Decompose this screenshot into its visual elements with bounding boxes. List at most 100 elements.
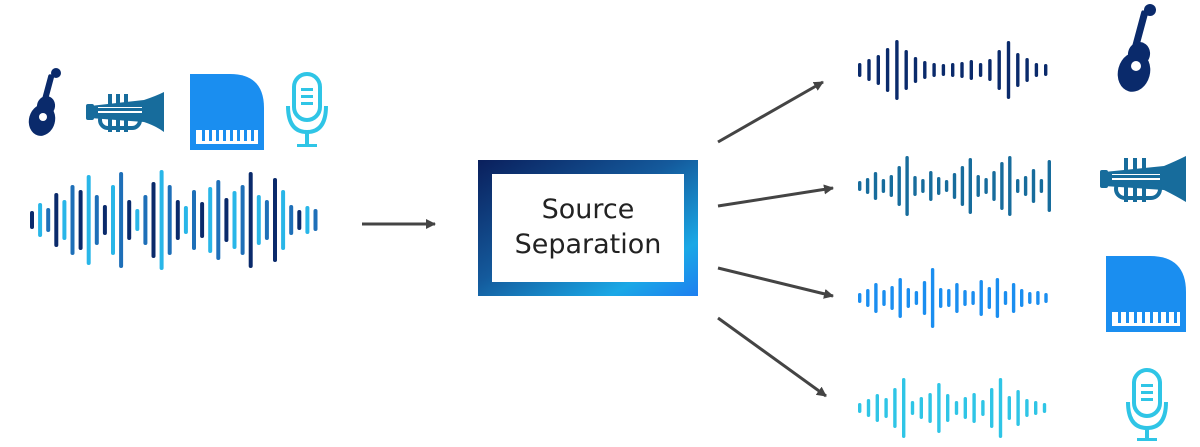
output-arrow-guitar <box>717 80 824 144</box>
waveform-bar <box>990 388 994 428</box>
waveform-bar <box>874 283 878 313</box>
waveform-bar <box>937 383 941 433</box>
waveform-bar <box>963 397 967 419</box>
waveform-bar <box>946 394 950 422</box>
waveform-bar <box>881 179 886 193</box>
waveform-bar <box>972 393 976 423</box>
waveform-bar <box>1039 179 1044 193</box>
waveform-bar <box>86 175 91 265</box>
waveform-bar <box>1011 283 1016 313</box>
waveform-bar <box>858 293 862 303</box>
waveform-bar <box>1016 390 1020 426</box>
waveform-bar <box>997 50 1001 90</box>
waveform-bar <box>297 210 302 230</box>
waveform-bar <box>1003 291 1008 305</box>
output-waveform-trumpet <box>858 156 1051 216</box>
waveform-bar <box>890 286 894 310</box>
waveform-bar <box>54 193 59 247</box>
waveform-bar <box>906 288 910 308</box>
output-piano-icon <box>1106 256 1186 332</box>
microphone-icon <box>286 72 328 147</box>
waveform-bar <box>273 178 277 262</box>
waveform-bar <box>882 290 886 306</box>
waveform-bar <box>102 205 107 235</box>
waveform-bar <box>1016 179 1020 193</box>
waveform-bar <box>200 202 205 238</box>
waveform-bar <box>70 185 75 255</box>
waveform-bar <box>119 172 124 268</box>
waveform-bar <box>866 289 870 307</box>
waveform-bar <box>256 195 261 245</box>
waveform-bar <box>876 55 880 85</box>
output-arrow-vocals <box>717 316 827 398</box>
waveform-bar <box>1036 291 1040 305</box>
waveform-bar <box>1034 63 1039 77</box>
waveform-bar <box>1044 293 1048 303</box>
waveform-bar <box>1008 156 1012 216</box>
waveform-bar <box>914 291 919 305</box>
waveform-bar <box>1047 160 1051 212</box>
trumpet-icon <box>86 92 164 132</box>
waveform-bar <box>937 177 941 195</box>
waveform-bar <box>1028 292 1032 304</box>
waveform-bar <box>895 40 899 100</box>
waveform-bar <box>978 63 983 77</box>
waveform-bar <box>151 182 156 258</box>
output-waveform-vocals <box>858 378 1047 438</box>
waveform-bar <box>865 178 870 194</box>
waveform-bar <box>1025 399 1029 417</box>
waveform-bar <box>167 185 172 255</box>
waveform-bar <box>1031 169 1036 203</box>
waveform-bar <box>905 156 909 216</box>
waveform-bar <box>902 378 906 438</box>
waveform-bar <box>175 200 180 240</box>
waveform-bar <box>944 180 949 192</box>
output-arrow-trumpet <box>717 184 834 208</box>
waveform-bar <box>94 195 99 245</box>
waveform-bar <box>992 171 996 201</box>
waveform-bar <box>976 175 980 197</box>
waveform-bar <box>913 57 918 83</box>
waveform-bar <box>78 190 83 250</box>
waveform-bar <box>208 187 213 253</box>
box-label-line1: Source <box>542 194 635 225</box>
output-trumpet-icon <box>1100 156 1186 202</box>
waveform-bar <box>264 200 269 240</box>
waveform-bar <box>929 171 933 201</box>
waveform-bar <box>963 290 967 306</box>
waveform-bar <box>968 158 972 214</box>
waveform-bar <box>952 173 957 199</box>
waveform-bar <box>30 211 34 229</box>
output-arrow-piano <box>717 266 834 299</box>
waveform-bar <box>923 61 927 79</box>
waveform-bar <box>159 170 164 270</box>
waveform-bar <box>955 283 959 313</box>
output-guitar-icon <box>1117 4 1156 92</box>
output-waveform-piano <box>858 268 1048 328</box>
waveform-bar <box>947 289 951 307</box>
waveform-bar <box>930 268 935 328</box>
waveform-bar <box>922 281 927 315</box>
waveform-bar <box>981 400 985 416</box>
piano-icon <box>190 74 264 150</box>
waveform-bar <box>951 63 955 77</box>
box-label-line2: Separation <box>515 229 662 260</box>
waveform-bar <box>954 401 959 415</box>
waveform-bar <box>216 180 221 260</box>
waveform-bar <box>289 205 294 235</box>
waveform-bar <box>971 291 975 305</box>
waveform-bar <box>893 388 897 428</box>
waveform-bar <box>1000 162 1004 210</box>
output-microphone-icon <box>1126 368 1168 441</box>
waveform-bar <box>240 185 245 255</box>
waveform-bar <box>988 59 992 81</box>
waveform-bar <box>46 208 51 232</box>
waveform-bar <box>919 397 923 419</box>
waveform-bar <box>135 209 140 231</box>
waveform-bar <box>960 166 965 206</box>
waveform-bar <box>313 209 318 231</box>
waveform-bar <box>192 190 196 250</box>
waveform-bar <box>127 200 132 240</box>
output-arrows <box>717 80 834 398</box>
waveform-bar <box>998 378 1003 438</box>
